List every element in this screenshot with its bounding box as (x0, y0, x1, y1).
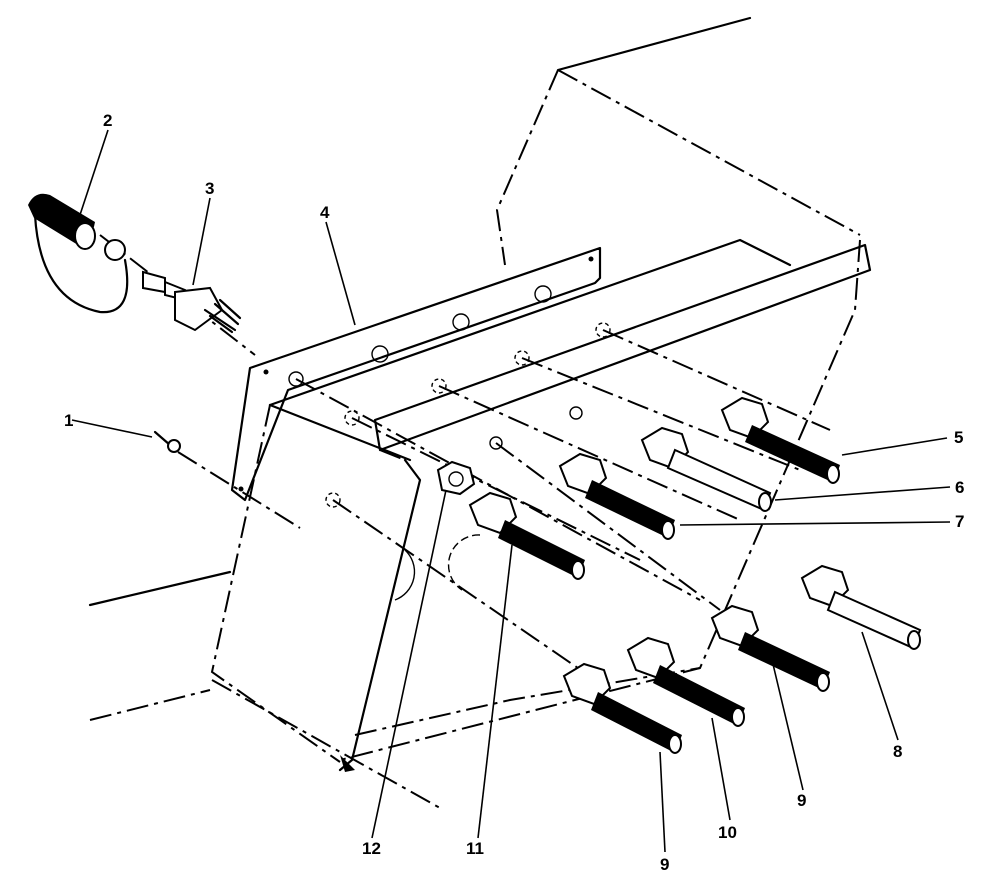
callout-11: 11 (466, 839, 484, 858)
callout-labels: 1 2 3 4 5 6 7 8 9 10 9 11 12 (64, 111, 964, 874)
callout-8: 8 (893, 742, 902, 761)
fitting-10 (626, 636, 745, 727)
quick-disconnect (142, 270, 242, 334)
fitting-9-lower (562, 662, 682, 754)
callout-2: 2 (103, 111, 112, 130)
fitting-6 (640, 426, 772, 512)
callout-3: 3 (205, 179, 214, 198)
nut (436, 460, 476, 496)
fitting-11 (468, 491, 585, 580)
callout-12: 12 (362, 839, 381, 858)
callout-1: 1 (64, 411, 73, 430)
fitting-7 (558, 452, 675, 540)
callout-6: 6 (955, 478, 964, 497)
fitting-9-upper (710, 604, 830, 692)
mounting-plate (230, 246, 602, 502)
callout-10: 10 (718, 823, 737, 842)
callout-7: 7 (955, 512, 964, 531)
screw (153, 430, 181, 453)
callout-leaders (71, 129, 951, 853)
callout-9-upper: 9 (797, 791, 806, 810)
bracket-box (210, 238, 872, 772)
callout-4: 4 (320, 203, 330, 222)
fitting-5 (720, 396, 840, 484)
center-lines (99, 234, 831, 691)
callout-9-lower: 9 (660, 855, 669, 874)
housing-phantom-outline (88, 16, 861, 809)
fitting-8 (800, 564, 922, 650)
callout-5: 5 (954, 428, 963, 447)
dust-cap (28, 193, 129, 314)
